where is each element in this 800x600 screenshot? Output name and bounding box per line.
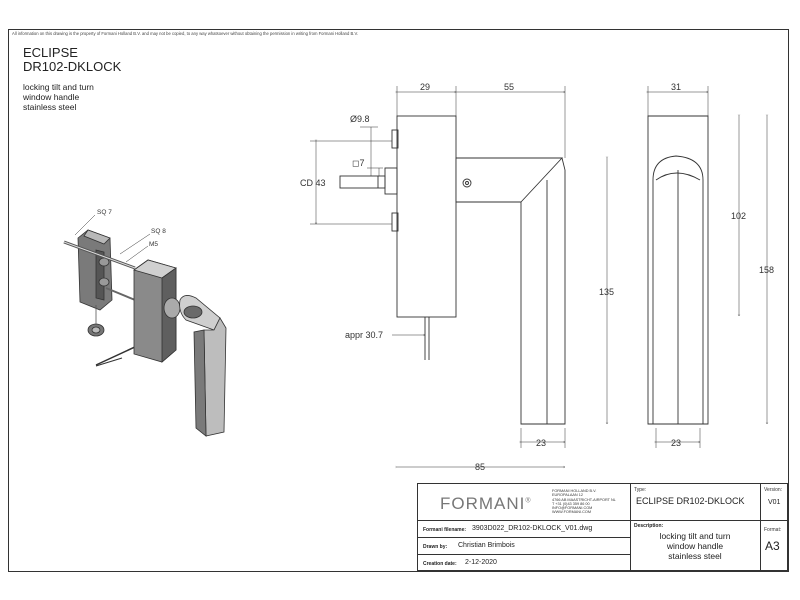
side-view [339, 115, 566, 425]
dim-cd43: CD 43 [300, 178, 326, 188]
type-label: Type: [634, 487, 647, 493]
product-name: ECLIPSE [23, 45, 78, 60]
disclaimer-text: All information on this drawing is the p… [12, 31, 359, 36]
dim-23-side: 23 [536, 438, 546, 448]
dim-appr: appr 30.7 [345, 330, 383, 340]
dim-55: 55 [504, 82, 514, 92]
format-label: Format: [764, 527, 782, 533]
front-view [647, 115, 709, 425]
creation-date-value: 2-12-2020 [465, 559, 497, 566]
filename-label: Formani filename: [423, 527, 467, 533]
filename-value: 3903D022_DR102-DKLOCK_V01.dwg [472, 525, 593, 532]
description-line: stainless steel [668, 551, 722, 561]
dim-23-front: 23 [671, 438, 681, 448]
isometric-view [63, 229, 227, 437]
type-value: ECLIPSE DR102-DKLOCK [636, 496, 745, 506]
dim-31: 31 [671, 82, 681, 92]
product-title: ECLIPSE DR102-DKLOCK [23, 46, 121, 74]
formani-logo: FORMANI® [440, 494, 532, 513]
drawn-by-value: Christian Brimbois [458, 542, 515, 549]
version-value: V01 [768, 499, 781, 506]
dim-diameter: Ø9.8 [350, 114, 370, 124]
description-value: locking tilt and turn window handle stai… [630, 531, 760, 561]
dim-158: 158 [759, 265, 774, 275]
drawing-sheet-border [8, 29, 789, 572]
dim-102: 102 [731, 211, 746, 221]
drawn-by-label: Drawn by: [423, 544, 448, 550]
title-block: FORMANI® FORMANI HOLLAND B.V. EUROPALAAN… [417, 483, 788, 571]
tb-line [418, 537, 630, 538]
label-sq7: SQ 7 [97, 209, 112, 216]
dim-29: 29 [420, 82, 430, 92]
product-description-line: stainless steel [23, 102, 77, 112]
product-description: locking tilt and turn window handle stai… [23, 82, 94, 112]
company-address: FORMANI HOLLAND B.V. EUROPALAAN 12 4766 … [552, 489, 616, 515]
label-m5: M5 [149, 241, 158, 248]
product-description-line: window handle [23, 92, 80, 102]
format-value: A3 [765, 539, 780, 553]
tb-line [418, 554, 630, 555]
dimension-lines [310, 86, 767, 467]
dimension-texts: 29 55 31 Ø9.8 ◻7 CD 43 135 102 158 appr … [300, 82, 774, 472]
description-line: locking tilt and turn [659, 531, 731, 541]
isometric-labels: SQ 7 SQ 8 M5 [74, 209, 166, 263]
product-description-line: locking tilt and turn [23, 82, 94, 92]
label-sq8: SQ 8 [151, 228, 166, 235]
creation-date-label: Creation date: [423, 561, 457, 567]
version-label: Version: [764, 487, 783, 493]
dim-85: 85 [475, 462, 485, 472]
product-code: DR102-DKLOCK [23, 59, 122, 74]
registered-mark: ® [525, 497, 532, 505]
description-label: Description: [634, 523, 664, 529]
tb-line [630, 484, 631, 570]
tb-line [630, 520, 787, 521]
tb-line [418, 520, 630, 521]
description-line: window handle [666, 541, 724, 551]
dim-square-7: ◻7 [352, 158, 364, 168]
dim-135: 135 [599, 287, 614, 297]
tb-line [760, 484, 761, 570]
